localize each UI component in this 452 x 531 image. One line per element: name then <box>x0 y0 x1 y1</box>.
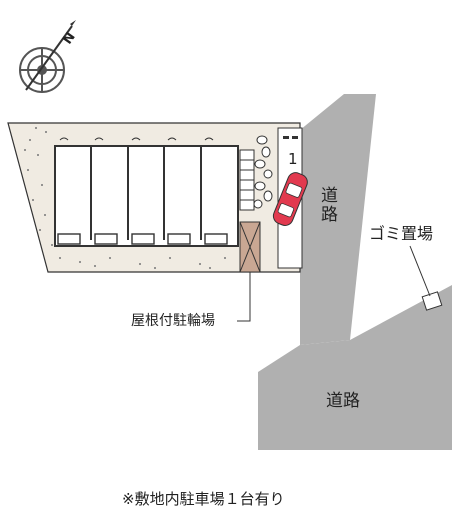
parking-space-number: 1 <box>288 150 298 168</box>
building-outline <box>54 145 239 247</box>
compass-icon <box>19 20 76 93</box>
stairs <box>239 149 255 211</box>
road-bottom-shape <box>258 285 452 450</box>
footer-note: ※敷地内駐車場１台有り <box>122 490 285 508</box>
garbage-leader <box>409 245 431 297</box>
door-arcs <box>59 137 214 141</box>
road-bottom-label: 道路 <box>326 391 360 411</box>
road-vertical-shape <box>300 94 376 345</box>
bicycle-parking-label: 屋根付駐輪場 <box>131 313 215 329</box>
garbage-area <box>409 245 443 311</box>
bicycle-leader <box>237 272 251 322</box>
road-area <box>258 94 452 450</box>
stone-garden <box>253 135 273 209</box>
unit-dividers <box>90 146 202 240</box>
building <box>54 137 239 247</box>
garbage-label: ゴミ置場 <box>369 224 434 243</box>
bicycle-parking <box>239 221 261 273</box>
unit-entrances <box>57 233 228 245</box>
lot-texture <box>24 127 226 269</box>
road-vertical-label: 道路 <box>317 186 337 224</box>
car-icon <box>272 172 308 226</box>
